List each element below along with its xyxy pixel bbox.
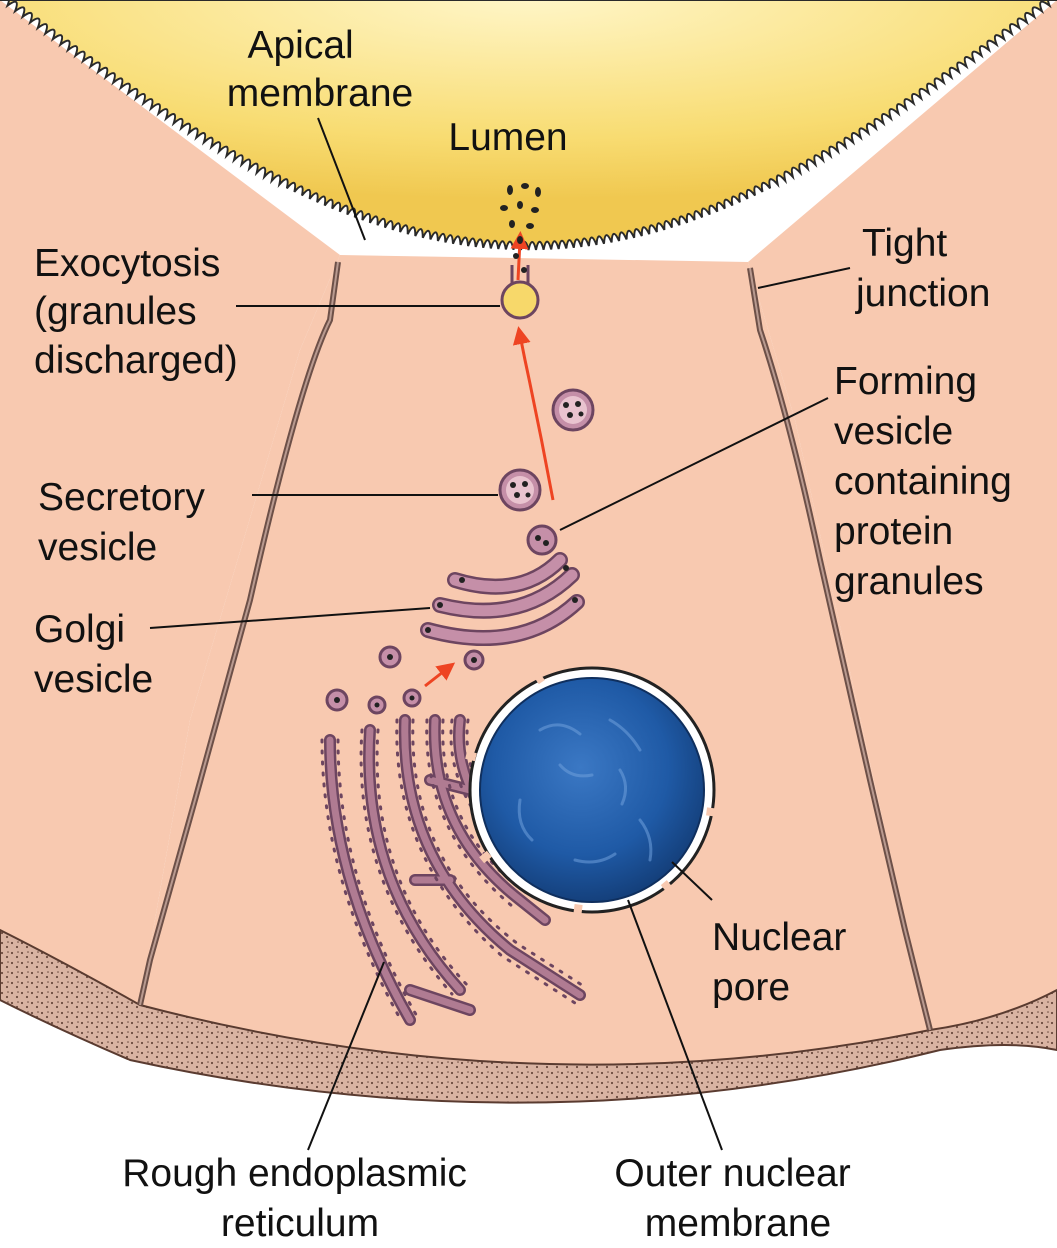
forming-vesicle xyxy=(528,526,556,554)
label-rough-er: Rough endoplasmic reticulum xyxy=(122,1152,478,1245)
secretory-vesicle-upper xyxy=(553,390,593,430)
label-exocytosis: Exocytosis (granules discharged) xyxy=(34,242,238,382)
label-outer-nuclear-membrane: Outer nuclear membrane xyxy=(614,1152,861,1245)
secretory-vesicle-lower xyxy=(500,470,540,510)
label-lumen: Lumen xyxy=(448,116,567,159)
nucleus xyxy=(470,668,714,912)
